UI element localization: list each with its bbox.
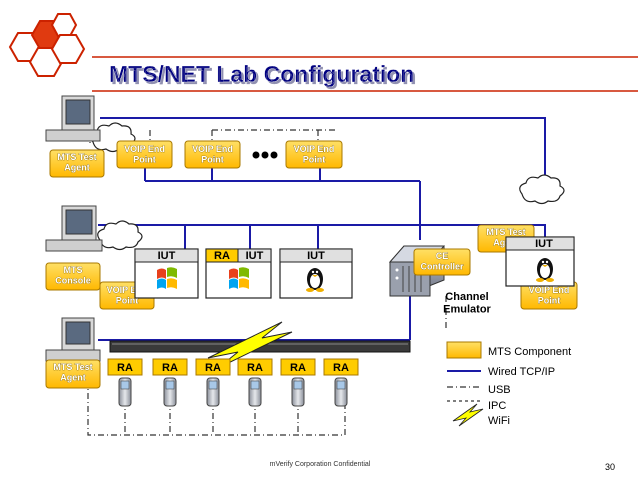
ra-label: RA xyxy=(162,362,178,374)
desktop-computer-icon xyxy=(45,95,101,142)
ra-device-4: RA xyxy=(237,358,273,407)
legend-component-label: MTS Component xyxy=(488,346,571,358)
slide-title: MTS/NET Lab Configuration xyxy=(109,61,414,87)
ra-label-box xyxy=(323,358,359,376)
ra-label: RA xyxy=(290,362,306,374)
hexagon-logo-icon xyxy=(8,13,86,77)
legend-ipc-label: IPC xyxy=(488,400,506,412)
phone-screen xyxy=(120,380,130,390)
phone-screen xyxy=(165,380,175,390)
cloud-icon xyxy=(97,220,143,251)
ra-iut-box: RA IUT xyxy=(205,248,272,299)
ra-label-box xyxy=(195,358,231,376)
legend-wifi-label: WiFi xyxy=(488,415,510,427)
wifi-lightning-icon xyxy=(207,321,293,369)
ra-device-6: RA xyxy=(323,358,359,407)
ra-label-box xyxy=(107,358,143,376)
ra-label: RA xyxy=(205,362,221,374)
ellipsis-icon xyxy=(252,151,278,159)
footer-text: mVerify Corporation Confidential xyxy=(270,461,371,468)
windows-logo-icon xyxy=(229,267,249,289)
ra-label-box xyxy=(237,358,273,376)
legend-usb-label: USB xyxy=(488,384,511,396)
desktop-computer-icon xyxy=(45,205,103,252)
label-iut-1: IUT xyxy=(158,250,176,262)
phone-screen xyxy=(336,380,346,390)
legend-wired-label: Wired TCP/IP xyxy=(488,366,555,378)
iut-box-1: IUT xyxy=(134,248,199,299)
ra-device-5: RA xyxy=(280,358,316,407)
label-iut-3: IUT xyxy=(307,250,325,262)
ra-device-2: RA xyxy=(152,358,188,407)
ra-label-box xyxy=(152,358,188,376)
legend-wifi-swatch xyxy=(452,403,484,427)
legend-component-swatch xyxy=(446,341,482,359)
label-iut-2: IUT xyxy=(246,250,264,262)
cloud-icon xyxy=(519,174,565,205)
ra-device-3: RA xyxy=(195,358,231,407)
legend: MTS Component Wired TCP/IP USB IPC WiFi xyxy=(446,341,571,427)
ra-label: RA xyxy=(117,362,133,374)
ra-label: RA xyxy=(333,362,349,374)
phone-screen xyxy=(293,380,303,390)
ra-label-box xyxy=(280,358,316,376)
ra-label: RA xyxy=(247,362,263,374)
label-iut-right: IUT xyxy=(535,238,553,250)
page-number: 30 xyxy=(605,462,615,472)
desktop-computer-icon xyxy=(45,317,101,362)
linux-penguin-icon xyxy=(306,268,324,292)
linux-penguin-icon xyxy=(536,258,554,282)
ra-device-1: RA xyxy=(107,358,143,407)
phone-screen xyxy=(250,380,260,390)
ra-device-row: RA RA RA RA RA RA xyxy=(107,358,359,407)
phone-screen xyxy=(208,380,218,390)
label-ra-mid: RA xyxy=(214,250,230,262)
windows-logo-icon xyxy=(157,267,177,289)
